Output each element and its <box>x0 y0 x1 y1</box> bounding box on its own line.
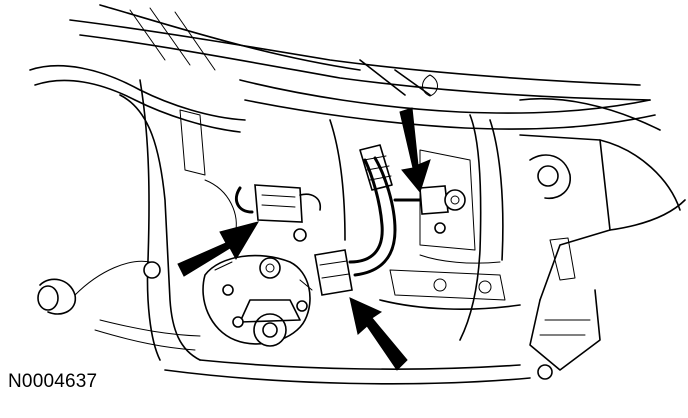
left-connector <box>235 184 322 242</box>
right-sensor <box>393 185 466 234</box>
center-sensor-harness <box>314 144 397 296</box>
transmission-case <box>94 79 531 385</box>
right-mount <box>519 134 686 380</box>
range-sensor <box>202 254 313 347</box>
figure-id-label: N0004637 <box>8 371 98 392</box>
arrow-down-icon <box>399 107 431 194</box>
arrow-left-icon <box>177 221 260 277</box>
arrow-up-left-icon <box>349 297 408 371</box>
upper-frame <box>29 4 661 133</box>
left-bracket <box>37 260 161 315</box>
